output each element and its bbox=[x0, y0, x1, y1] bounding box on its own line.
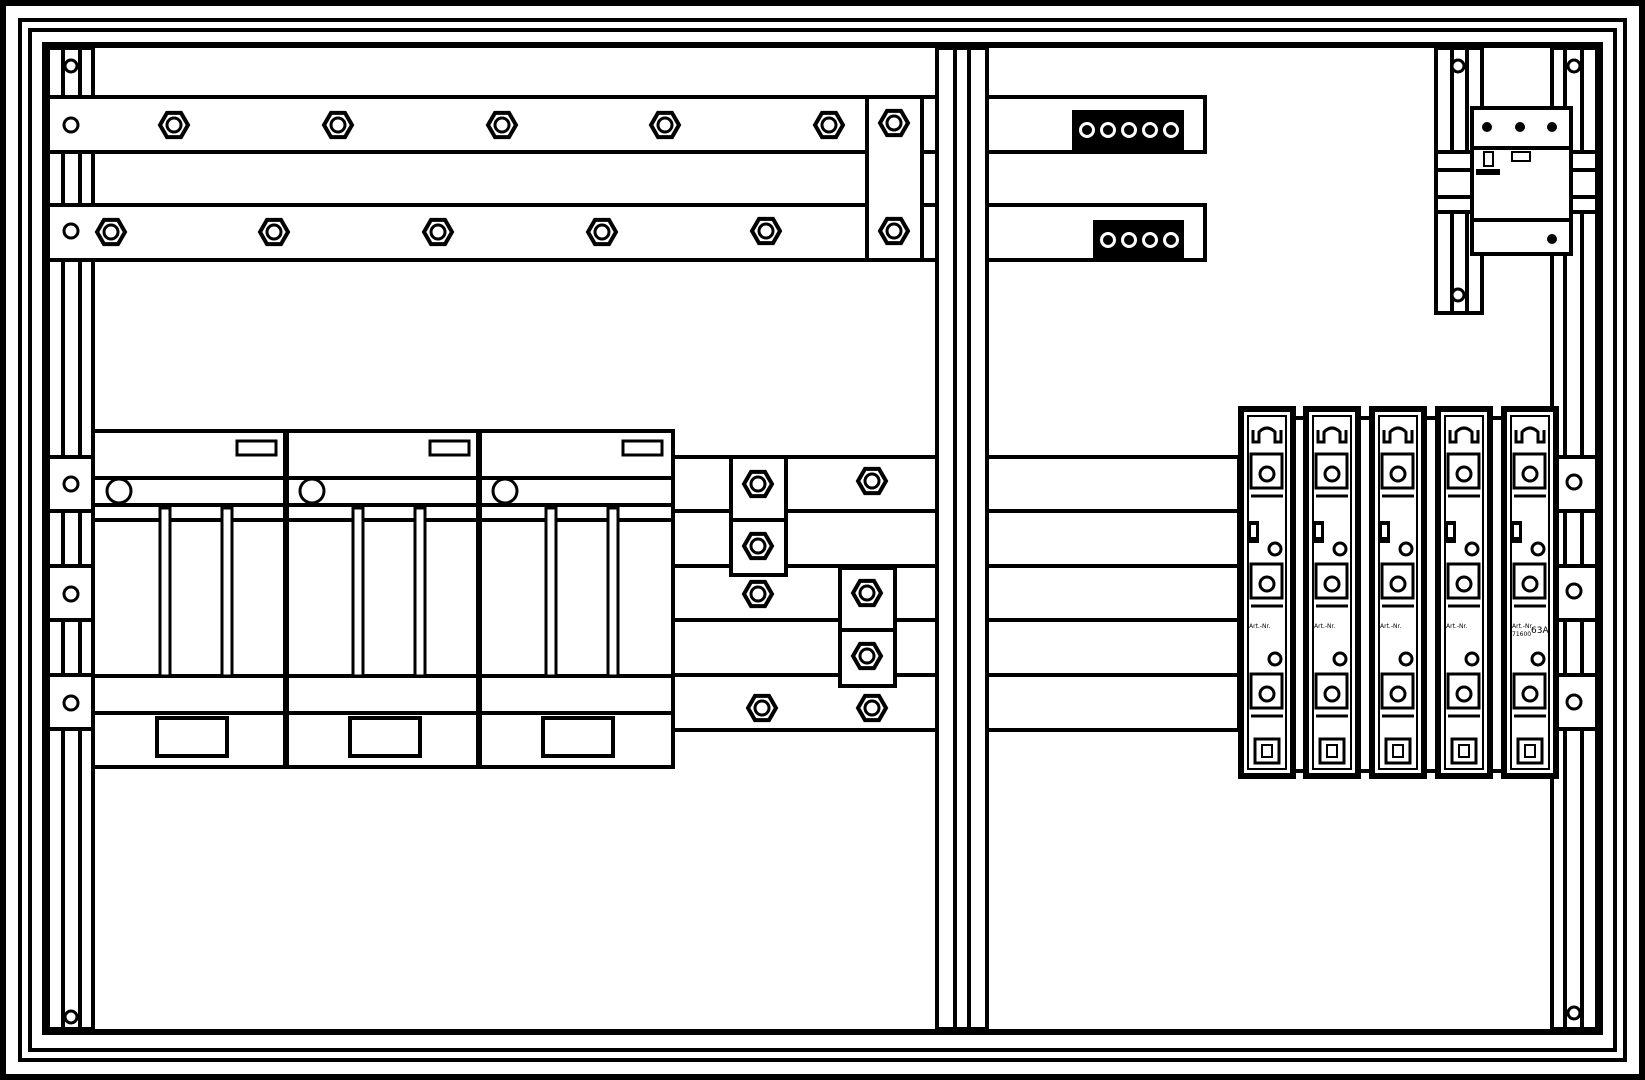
hex-nut bbox=[850, 578, 884, 608]
switch-disconnector bbox=[91, 429, 675, 769]
fuse-holder-2: Art.-Nr. bbox=[1303, 406, 1361, 779]
fuse-rating-label: 63A bbox=[1531, 626, 1549, 636]
terminal-block-lower bbox=[1093, 220, 1184, 260]
hex-nut bbox=[321, 110, 355, 140]
terminal-block-upper bbox=[1072, 110, 1184, 150]
fuse-holder-label: Art.-Nr. bbox=[1512, 623, 1533, 630]
fuse-switch-array: Art.-Nr.Art.-Nr.Art.-Nr.Art.-Nr.Art.-Nr.… bbox=[1238, 406, 1559, 779]
hex-nut bbox=[421, 217, 455, 247]
fuse-holder-article-number: 71600 bbox=[1512, 631, 1531, 638]
hex-nut bbox=[741, 579, 775, 609]
hex-nut bbox=[741, 469, 775, 499]
switch-module-2 bbox=[298, 439, 471, 758]
switch-module-3 bbox=[491, 439, 664, 758]
hex-nut bbox=[855, 466, 889, 496]
hex-nut bbox=[877, 216, 911, 246]
hex-nut bbox=[749, 216, 783, 246]
hex-nut bbox=[648, 110, 682, 140]
hex-nut bbox=[877, 108, 911, 138]
hex-nut bbox=[855, 693, 889, 723]
hex-nut bbox=[850, 641, 884, 671]
center-mounting-rail bbox=[935, 46, 989, 1031]
hex-nut bbox=[157, 110, 191, 140]
fuse-holder-1: Art.-Nr. bbox=[1238, 406, 1296, 779]
switch-module-1 bbox=[105, 439, 278, 758]
hex-nut bbox=[812, 110, 846, 140]
top-busbar-lower bbox=[46, 203, 1207, 262]
fuse-holder-label: Art.-Nr. bbox=[1446, 623, 1467, 630]
fuse-holder-3: Art.-Nr. bbox=[1369, 406, 1427, 779]
fuse-holder-4: Art.-Nr. bbox=[1435, 406, 1493, 779]
hex-bolts bbox=[94, 108, 911, 723]
hex-nut bbox=[485, 110, 519, 140]
fuse-holder-label: Art.-Nr. bbox=[1249, 623, 1270, 630]
top-busbar-upper bbox=[46, 95, 1207, 154]
hex-nut bbox=[257, 217, 291, 247]
hex-nut bbox=[94, 217, 128, 247]
fuse-holder-label: Art.-Nr. bbox=[1314, 623, 1335, 630]
fuse-holder-label: Art.-Nr. bbox=[1380, 623, 1401, 630]
left-terminal-mounts bbox=[46, 455, 95, 731]
hex-nut bbox=[741, 531, 775, 561]
control-module bbox=[1470, 106, 1573, 256]
hex-nut bbox=[745, 693, 779, 723]
hex-nut bbox=[585, 217, 619, 247]
